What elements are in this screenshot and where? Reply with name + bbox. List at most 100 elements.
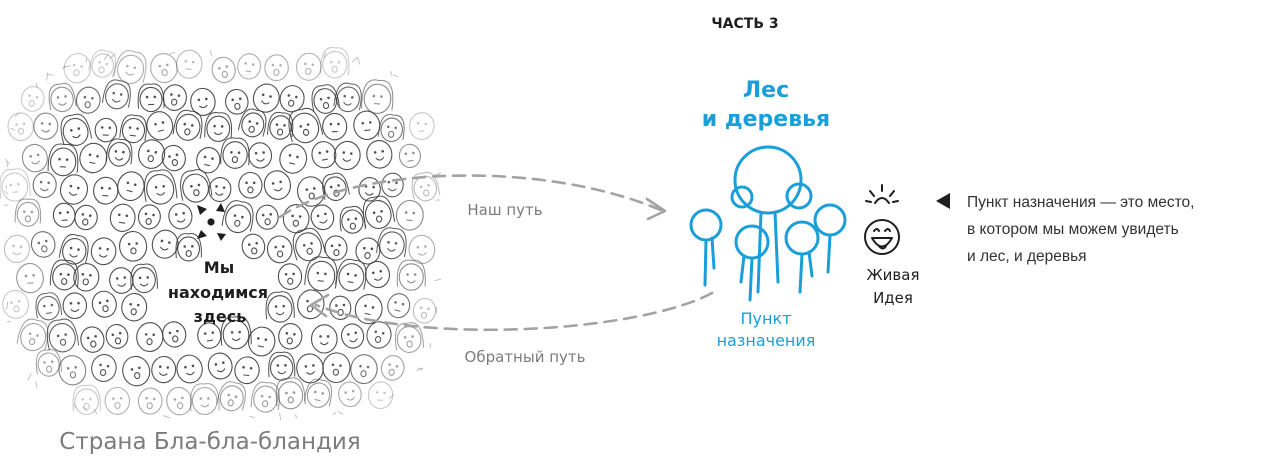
face-eye <box>347 333 350 336</box>
face-eye <box>381 332 385 335</box>
face-eye <box>427 307 430 311</box>
face-eye <box>394 301 397 304</box>
face-eye <box>98 60 101 64</box>
country-label: Страна Бла-бла-бландия <box>59 429 360 455</box>
face-eye <box>154 185 158 189</box>
crowd-face-icon <box>48 82 77 113</box>
face-mouth <box>193 189 200 197</box>
pointer-triangle-icon <box>936 193 950 209</box>
face-mouth <box>375 215 383 223</box>
crowd-edge-stroke <box>27 373 32 381</box>
face-eye <box>359 364 362 368</box>
crowd-face-icon <box>2 289 29 319</box>
face-eye <box>310 242 313 245</box>
face-eye <box>319 97 323 101</box>
face-outline <box>20 86 45 112</box>
face-eye <box>255 122 259 125</box>
face-eye <box>349 152 353 155</box>
face-outline <box>52 202 76 228</box>
face-eye <box>98 301 102 305</box>
face-outline <box>50 147 77 177</box>
face-mouth <box>146 338 153 346</box>
face-outline <box>234 356 260 385</box>
crowd-face-icon <box>310 204 335 231</box>
crowd-face-icon <box>14 198 42 227</box>
face-mouth <box>234 219 241 227</box>
face-mouth <box>364 252 371 260</box>
crowd-face-icon <box>49 259 79 291</box>
face-mouth <box>139 283 149 287</box>
face-eye <box>298 215 302 218</box>
face-eye <box>152 333 156 337</box>
face-eye <box>17 299 21 303</box>
face-mouth <box>72 134 81 139</box>
crowd-edge-stroke <box>278 412 282 421</box>
face-eye <box>83 95 87 99</box>
face-eye <box>32 273 35 277</box>
crowd-face-icon <box>216 381 246 412</box>
crowd-face-icon <box>381 172 404 198</box>
face-mouth <box>156 191 166 196</box>
face-hair <box>14 198 42 224</box>
crowd-face-icon <box>73 263 100 292</box>
face-eye <box>260 394 264 398</box>
face-outline <box>322 112 348 141</box>
face-mouth <box>227 399 234 407</box>
face-mouth <box>130 247 137 255</box>
crowd-face-icon <box>16 318 49 352</box>
crowd-face-icon <box>137 204 161 230</box>
face-mouth <box>159 246 169 251</box>
face-outline <box>225 204 252 234</box>
face-eye <box>372 94 376 98</box>
face-eye <box>48 122 52 126</box>
face-eye <box>36 153 40 157</box>
face-mouth <box>375 156 385 161</box>
face-eye <box>230 331 234 334</box>
crowd-face-icon <box>367 381 394 410</box>
face-mouth <box>118 221 126 224</box>
face-eye <box>170 93 173 96</box>
crowd-face-icon <box>311 141 337 169</box>
face-eye <box>373 151 377 154</box>
face-outline <box>137 204 161 230</box>
crowd-face-icon <box>151 355 177 384</box>
face-mouth <box>185 249 192 258</box>
crowd-edge-stroke <box>323 52 327 59</box>
face-outline <box>175 49 203 79</box>
face-eye <box>363 246 366 250</box>
idea-tongue <box>878 245 887 250</box>
face-eye <box>203 332 207 335</box>
face-mouth <box>306 370 315 375</box>
crowd-face-icon <box>63 53 92 84</box>
face-eye <box>43 304 46 308</box>
face-eye <box>105 62 109 66</box>
face-eye <box>271 182 275 185</box>
face-eye <box>128 126 132 129</box>
face-outline <box>37 352 60 377</box>
face-eye <box>44 239 48 243</box>
face-mouth <box>41 129 50 133</box>
face-eye <box>404 211 408 214</box>
face-mouth <box>184 128 191 136</box>
face-hair <box>396 259 426 287</box>
face-eye <box>230 151 233 154</box>
face-eye <box>252 181 256 185</box>
crowd-face-icon <box>333 140 361 171</box>
face-outline <box>63 53 92 84</box>
face-eye <box>135 242 138 245</box>
crowd-face-icon <box>311 84 340 114</box>
face-mouth <box>83 402 90 410</box>
face-eye <box>281 245 285 248</box>
face-hair <box>220 316 252 346</box>
face-mouth <box>41 245 48 253</box>
face-eye <box>364 304 367 308</box>
crowd-face-icon <box>366 321 392 349</box>
face-outline <box>62 292 88 320</box>
face-mouth <box>286 337 293 345</box>
face-mouth <box>317 280 324 282</box>
face-mouth <box>61 219 68 221</box>
face-hair <box>394 322 425 351</box>
face-outline <box>168 203 193 230</box>
face-outline <box>396 326 422 353</box>
face-mouth <box>89 161 96 165</box>
